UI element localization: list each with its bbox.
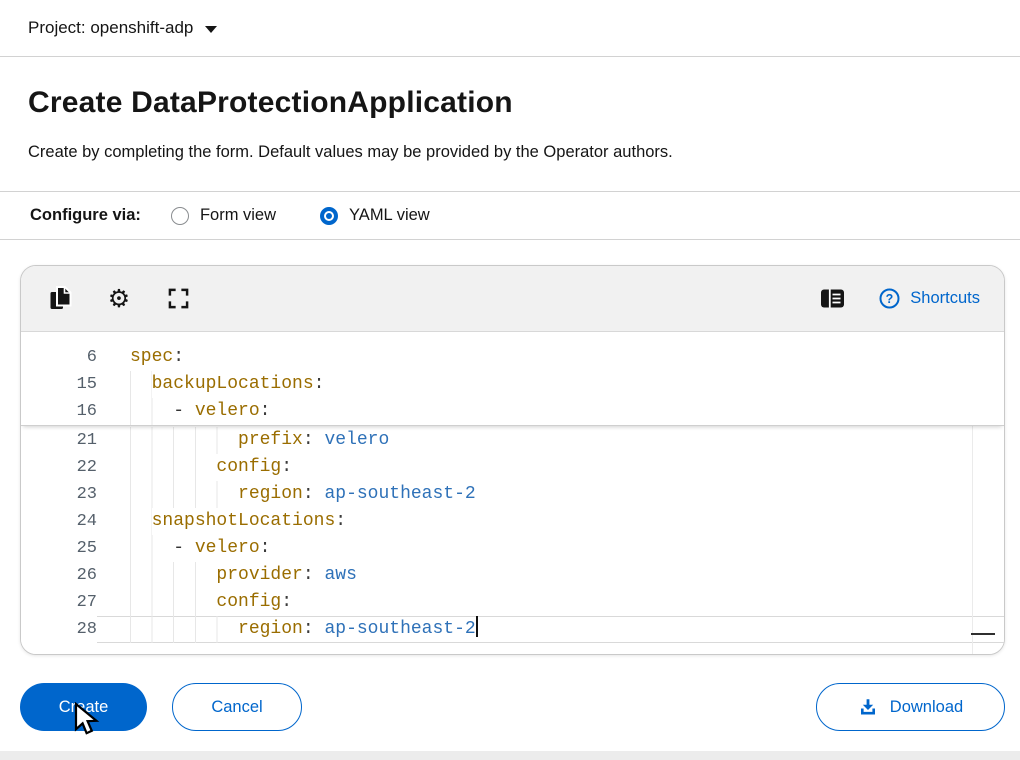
line-number: 23 <box>76 485 97 504</box>
cancel-button[interactable]: Cancel <box>172 683 302 731</box>
download-label: Download <box>889 697 964 716</box>
code-line[interactable]: 21 prefix: velero <box>21 427 1004 454</box>
indent-guides <box>130 398 174 425</box>
code-line[interactable]: 28 region: ap-southeast-2 <box>21 616 1004 643</box>
code-line[interactable]: 23 region: ap-southeast-2 <box>21 481 1004 508</box>
page-title: Create DataProtectionApplication <box>28 86 513 119</box>
indent-guides <box>130 371 152 398</box>
line-number: 28 <box>76 620 97 639</box>
radio-selected-icon[interactable] <box>320 206 339 225</box>
line-number: 15 <box>76 375 97 394</box>
project-bar: Project: openshift-adp <box>0 0 1020 57</box>
configure-via-label: Configure via: <box>30 206 141 224</box>
download-button[interactable]: Download <box>816 683 1005 731</box>
configure-radio-group: Form view YAML view <box>170 206 430 225</box>
line-number: 24 <box>76 512 97 531</box>
indent-guides <box>130 481 239 508</box>
code-line[interactable]: 16 - velero: <box>21 398 1004 425</box>
editor-toolbar: ⚙ ? Shortcuts <box>21 266 1004 332</box>
indent-guides <box>130 508 152 535</box>
line-number: 16 <box>76 402 97 421</box>
code-line[interactable]: 25 - velero: <box>21 535 1004 562</box>
indent-guides <box>130 535 174 562</box>
shortcuts-label: Shortcuts <box>910 289 980 307</box>
line-number: 6 <box>86 348 97 367</box>
yaml-editor-panel: ⚙ ? Shortcuts <box>20 265 1005 655</box>
project-selector[interactable]: Project: openshift-adp <box>28 18 218 38</box>
configure-via-row: Configure via: Form view YAML view <box>0 191 1020 240</box>
indent-guides <box>130 616 239 643</box>
fullscreen-icon[interactable] <box>165 286 191 312</box>
code-line[interactable]: 24 snapshotLocations: <box>21 508 1004 535</box>
line-number: 27 <box>76 593 97 612</box>
svg-text:?: ? <box>886 292 894 306</box>
editor-scrollbar[interactable] <box>972 332 973 654</box>
code-line[interactable]: 22 config: <box>21 454 1004 481</box>
project-selector-label: Project: openshift-adp <box>28 18 194 37</box>
footer-strip <box>0 751 1020 760</box>
code-line[interactable]: 27 config: <box>21 589 1004 616</box>
line-number: 21 <box>76 431 97 450</box>
copy-icon[interactable] <box>47 286 73 312</box>
overview-ruler-cursor-marker <box>971 633 995 635</box>
radio-label: YAML view <box>349 206 430 224</box>
line-number: 25 <box>76 539 97 558</box>
radio-yaml-view[interactable]: YAML view <box>320 206 430 225</box>
radio-unselected-icon[interactable] <box>170 206 189 225</box>
indent-guides <box>130 562 217 589</box>
indent-guides <box>130 427 239 454</box>
code-line[interactable]: 15 backupLocations: <box>21 371 1004 398</box>
settings-gear-icon[interactable]: ⚙ <box>107 284 131 313</box>
download-icon <box>860 699 875 715</box>
line-number: 26 <box>76 566 97 585</box>
indent-guides <box>130 589 217 616</box>
radio-label: Form view <box>199 206 277 224</box>
sidebar-view-icon[interactable] <box>819 286 845 312</box>
line-number: 22 <box>76 458 97 477</box>
chevron-down-icon <box>205 25 218 33</box>
indent-guides <box>130 454 217 481</box>
create-button[interactable]: Create <box>20 683 147 731</box>
radio-form-view[interactable]: Form view <box>170 206 277 225</box>
help-icon: ? <box>879 288 900 309</box>
form-actions: Create Cancel Download <box>20 683 1005 731</box>
code-line[interactable]: 26 provider: aws <box>21 562 1004 589</box>
page-head: Create DataProtectionApplication Create … <box>0 57 1020 162</box>
text-caret <box>475 616 478 637</box>
shortcuts-button[interactable]: ? Shortcuts <box>879 288 980 309</box>
page-subtitle: Create by completing the form. Default v… <box>28 143 673 161</box>
